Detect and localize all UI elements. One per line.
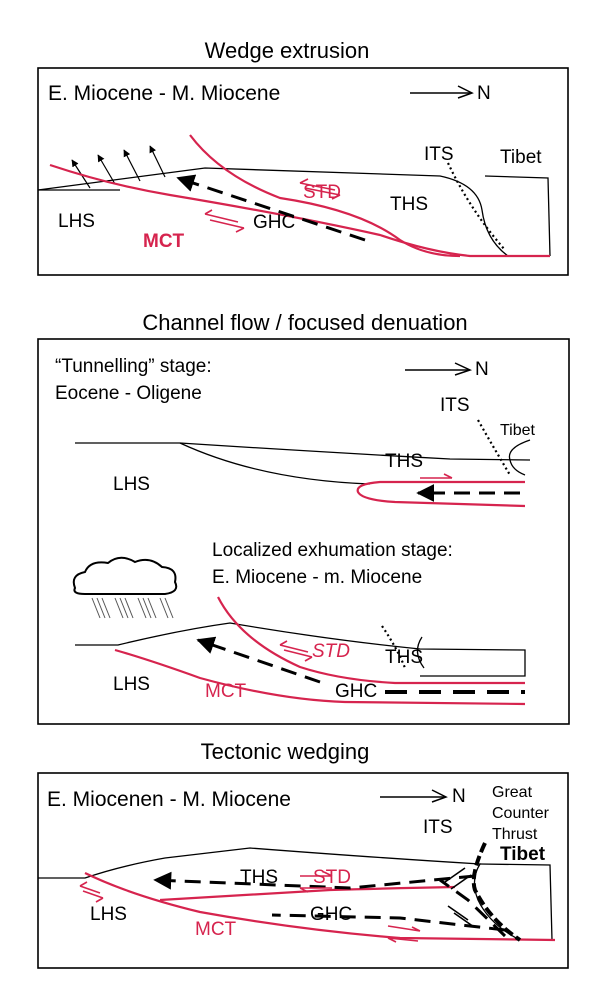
svg-text:Thrust: Thrust	[492, 826, 538, 843]
mct-label: MCT	[195, 919, 237, 940]
mct-fault	[84, 872, 556, 942]
stage2-mct-label: MCT	[205, 681, 247, 702]
stage2-shear	[279, 640, 313, 662]
stage1-surface	[75, 442, 531, 461]
ghc-flow-arrow	[153, 871, 476, 890]
tibet-block	[479, 863, 553, 941]
svg-text:Great: Great	[492, 784, 533, 801]
ghc-wedge-tip	[439, 878, 507, 938]
period-label: E. Miocene - M. Miocene	[48, 82, 280, 105]
stage2-std	[217, 596, 525, 685]
stage1-shear	[420, 473, 453, 479]
shear-arrows	[204, 178, 341, 233]
north-arrow: N	[405, 359, 489, 380]
panel-tectonic-wedging: Tectonic wedging E. Miocenen - M. Miocen…	[37, 739, 569, 969]
std-label: STD	[313, 867, 351, 888]
tibet-label: Tibet	[500, 147, 542, 168]
std-fault	[159, 885, 456, 902]
lhs-label: LHS	[58, 211, 95, 232]
stage1-line2: Eocene - Oligene	[55, 383, 202, 404]
surface-profile	[38, 847, 521, 941]
its-label: ITS	[423, 817, 453, 838]
extrusion-arrows	[71, 145, 166, 189]
stage1-ths-label: THS	[385, 451, 423, 472]
stage1-ths-base	[179, 442, 371, 485]
panel-wedge-extrusion: Wedge extrusion E. Miocene - M. Miocene …	[37, 38, 569, 276]
ghc-label: GHC	[310, 904, 352, 925]
stage1-its-label: ITS	[440, 395, 470, 416]
panel-frame	[37, 772, 569, 969]
stage2-surface	[75, 622, 526, 677]
stage2-line1: Localized exhumation stage:	[212, 540, 453, 561]
tibet-label: Tibet	[500, 844, 546, 865]
its-label: ITS	[424, 144, 454, 165]
stage1-its	[477, 419, 511, 476]
std-label: STD	[303, 182, 341, 203]
stage2-ghc-label: GHC	[335, 681, 377, 702]
panel-frame	[37, 67, 569, 276]
stage2-its	[381, 625, 407, 669]
rain-lines	[91, 597, 174, 619]
stage2-ths-label: THS	[385, 647, 423, 668]
north-label: N	[475, 359, 489, 380]
stage1-lhs-label: LHS	[113, 474, 150, 495]
lhs-label: LHS	[90, 904, 127, 925]
panel-title: Tectonic wedging	[201, 739, 370, 764]
ths-label: THS	[240, 867, 278, 888]
north-arrow: N	[380, 786, 466, 807]
stage1-tibet-label: Tibet	[500, 422, 536, 439]
north-label: N	[477, 83, 491, 104]
ghc-flow-arrow	[176, 174, 366, 242]
great-counter-thrust-label: Great Counter Thrust	[492, 784, 550, 843]
panel-channel-flow: Channel flow / focused denuation “Tunnel…	[37, 310, 570, 725]
panel-frame	[37, 338, 570, 725]
gct-fault	[471, 842, 522, 942]
stage2-tibet	[416, 636, 425, 669]
stage2-std-label: STD	[312, 641, 350, 662]
tibet-block	[484, 175, 551, 257]
panel-title: Wedge extrusion	[205, 38, 370, 63]
stage2-line2: E. Miocene - m. Miocene	[212, 567, 422, 588]
stage2-lhs-label: LHS	[113, 674, 150, 695]
its-fault	[447, 162, 506, 251]
rain-cloud-icon	[72, 556, 178, 619]
svg-text:Counter: Counter	[492, 805, 550, 822]
mct-fault	[49, 163, 550, 258]
panel-title: Channel flow / focused denuation	[142, 310, 467, 335]
stage1-line1: “Tunnelling” stage:	[55, 356, 212, 377]
north-label: N	[452, 786, 466, 807]
gct-shear	[444, 867, 475, 928]
ghc-lower-boundary	[271, 913, 506, 932]
shear-arrows	[79, 871, 421, 943]
stage1-channel	[356, 480, 526, 508]
ghc-label: GHC	[253, 212, 295, 233]
ths-label: THS	[390, 194, 428, 215]
period-label: E. Miocenen - M. Miocene	[47, 788, 291, 811]
mct-label: MCT	[143, 231, 185, 252]
stage2-mct	[114, 648, 526, 706]
north-arrow: N	[410, 83, 491, 104]
stage2-flow-arrow	[196, 636, 321, 684]
surface-profile	[37, 167, 509, 257]
stage1-tibet	[508, 439, 531, 476]
std-fault	[189, 134, 461, 258]
